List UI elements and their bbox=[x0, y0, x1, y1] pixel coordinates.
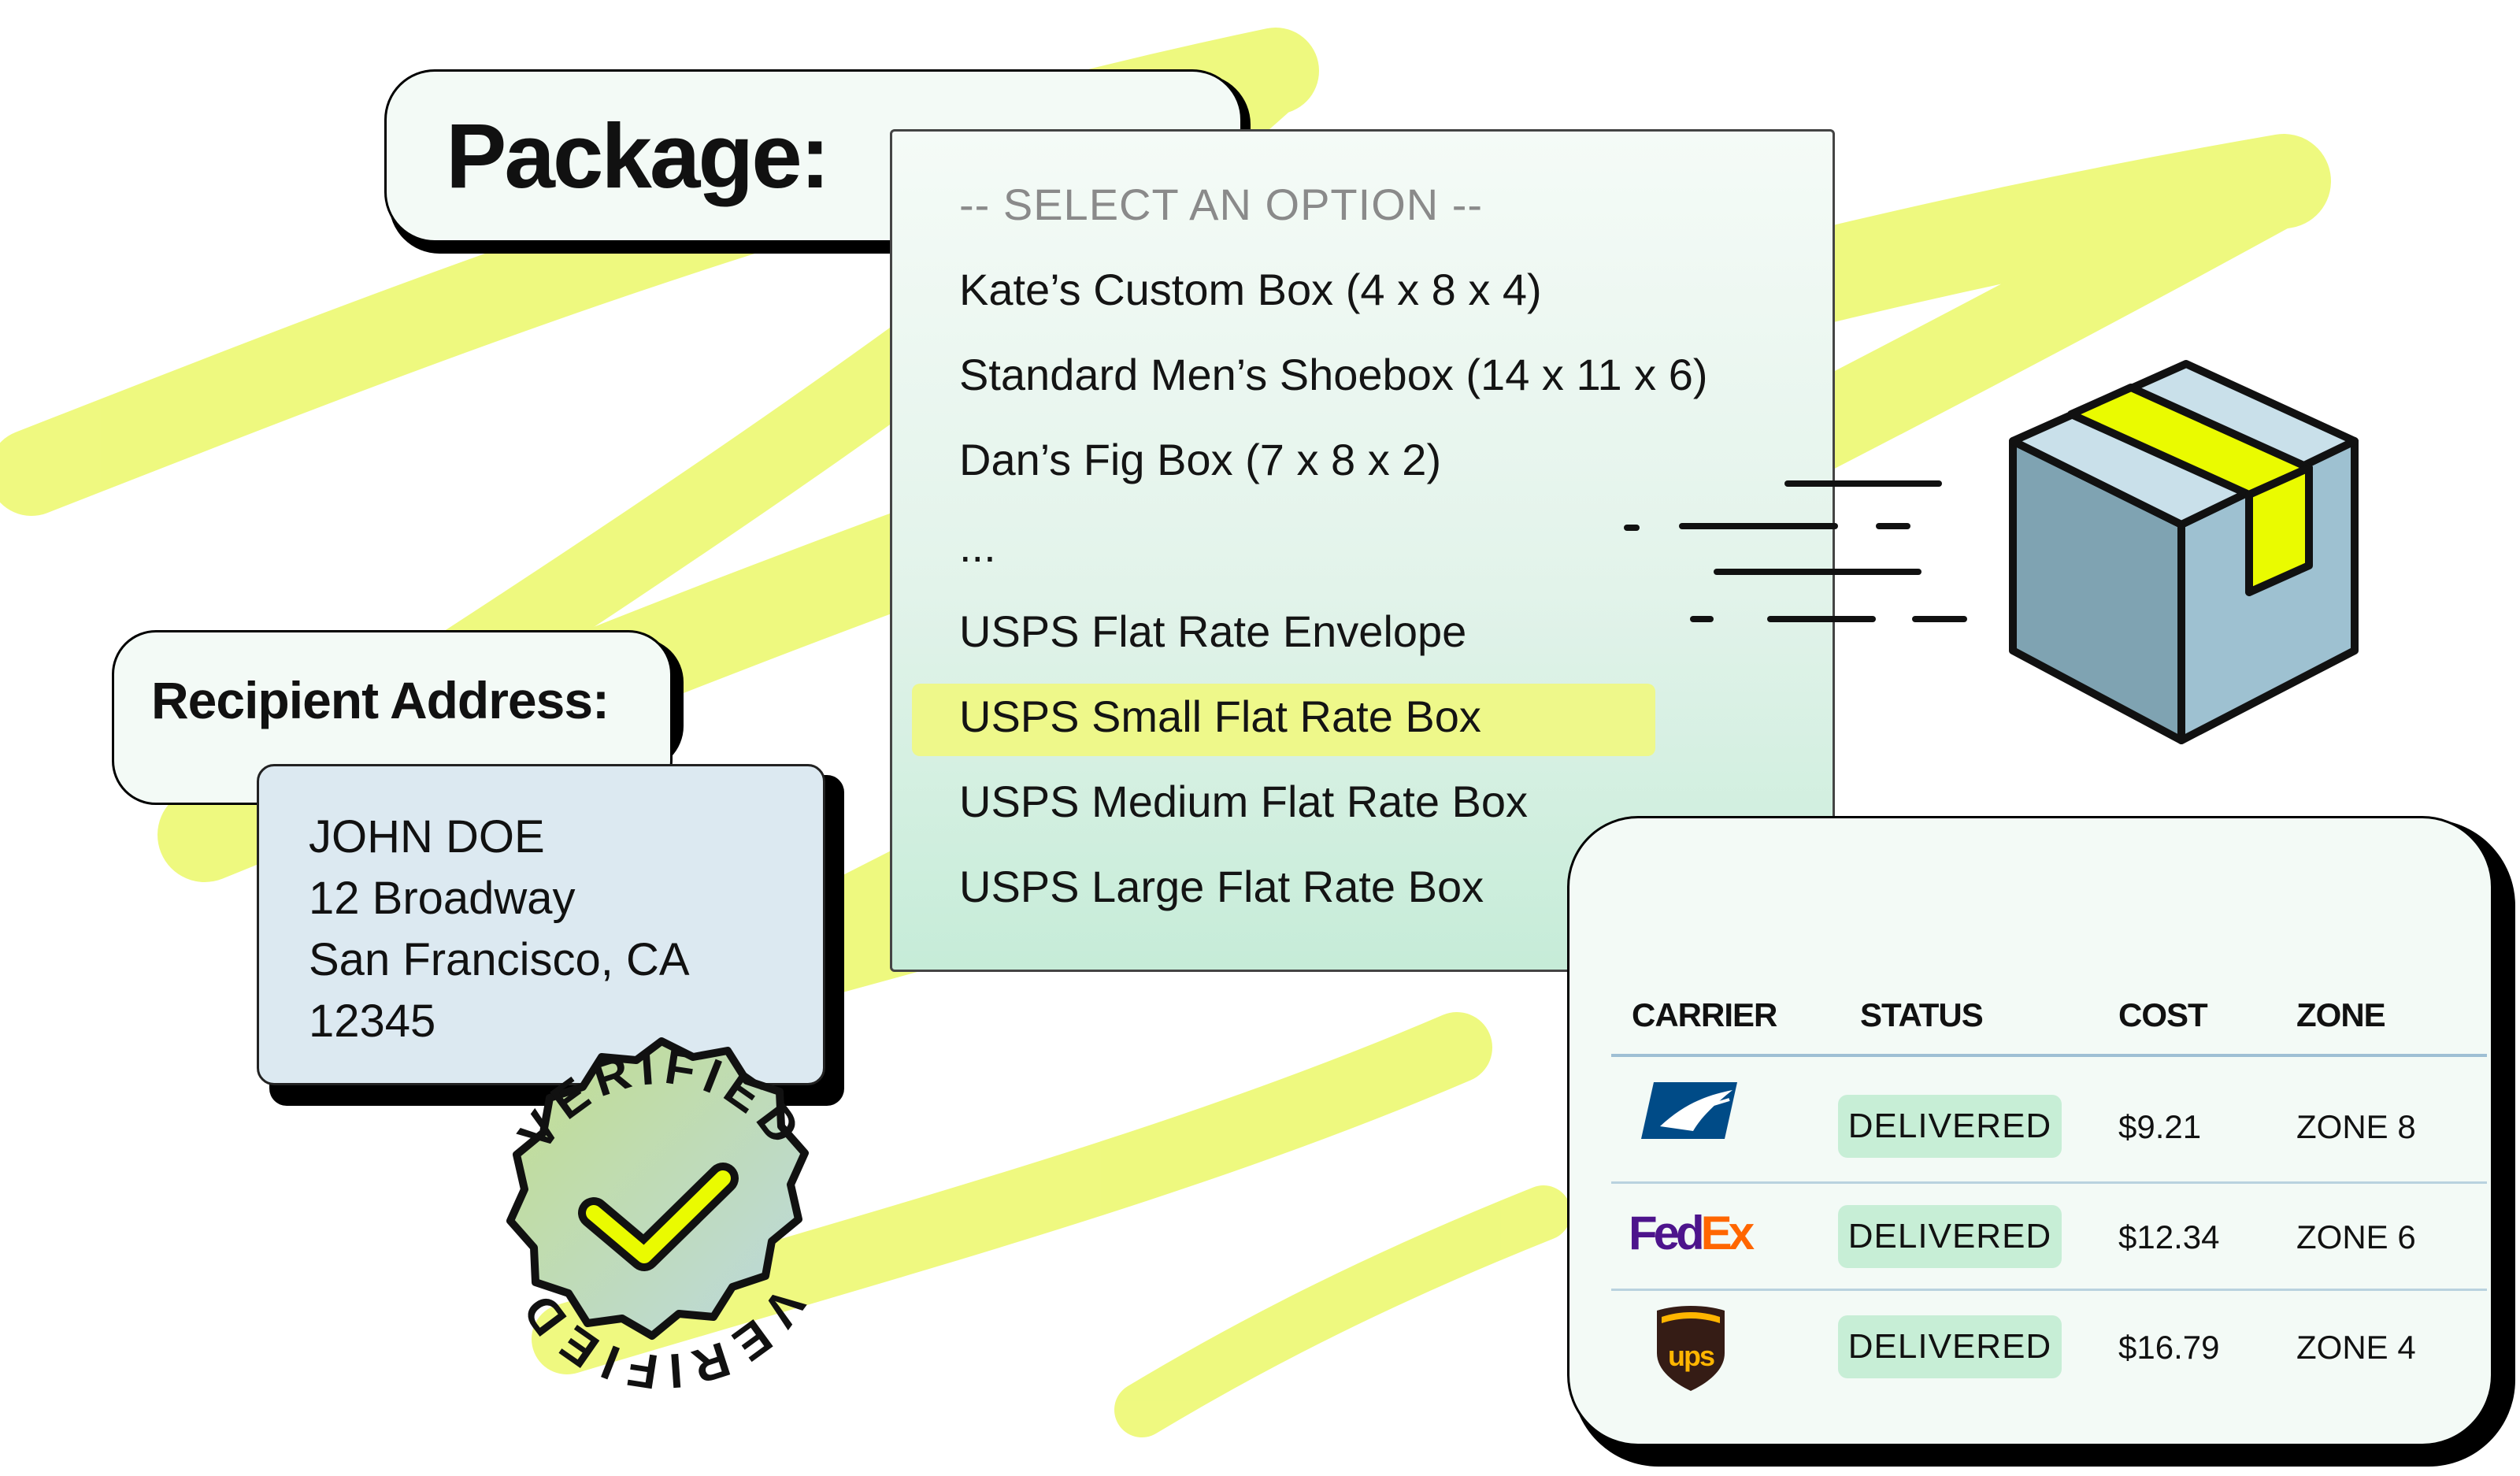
status-badge: DELIVERED bbox=[1838, 1095, 2062, 1158]
dropdown-option[interactable]: USPS Flat Rate Envelope bbox=[959, 606, 1467, 656]
dropdown-option[interactable]: Kate’s Custom Box (4 x 8 x 4) bbox=[959, 265, 1542, 314]
dropdown-option-placeholder[interactable]: -- SELECT AN OPTION -- bbox=[959, 180, 1484, 229]
recipient-label-text: Recipient Address: bbox=[151, 671, 610, 729]
address-zip: 12345 bbox=[309, 996, 436, 1047]
svg-text:ups: ups bbox=[1668, 1340, 1714, 1372]
dropdown-option[interactable]: USPS Medium Flat Rate Box bbox=[959, 777, 1529, 826]
dropdown-option[interactable]: USPS Large Flat Rate Box bbox=[959, 862, 1484, 911]
cost-cell: $12.34 bbox=[2118, 1218, 2220, 1255]
column-header-status: STATUS bbox=[1860, 996, 1984, 1033]
dropdown-option[interactable]: Standard Men’s Shoebox (14 x 11 x 6) bbox=[959, 350, 1708, 399]
package-label-text: Package: bbox=[446, 105, 830, 207]
dropdown-option-ellipsis: ... bbox=[959, 521, 996, 571]
table-header-divider bbox=[1611, 1054, 2487, 1057]
column-header-zone: ZONE bbox=[2296, 996, 2386, 1033]
zone-cell: ZONE 8 bbox=[2296, 1108, 2416, 1145]
checkmark-icon bbox=[578, 1163, 739, 1271]
status-badge: DELIVERED bbox=[1838, 1205, 2062, 1268]
dropdown-option-highlight bbox=[912, 684, 1655, 756]
fedex-logo: FedEx bbox=[1629, 1207, 1755, 1259]
address-card bbox=[257, 764, 825, 1085]
dropdown-option[interactable]: Dan’s Fig Box (7 x 8 x 2) bbox=[959, 435, 1442, 484]
zone-cell: ZONE 6 bbox=[2296, 1218, 2416, 1255]
cost-cell: $9.21 bbox=[2118, 1108, 2202, 1145]
cost-cell: $16.79 bbox=[2118, 1329, 2220, 1366]
address-name: JOHN DOE bbox=[309, 811, 545, 862]
table-row-divider bbox=[1611, 1181, 2487, 1184]
column-header-carrier: CARRIER bbox=[1632, 996, 1777, 1033]
address-street: 12 Broadway bbox=[309, 873, 576, 924]
zone-cell: ZONE 4 bbox=[2296, 1329, 2416, 1366]
table-row-divider bbox=[1611, 1289, 2487, 1291]
status-badge: DELIVERED bbox=[1838, 1315, 2062, 1378]
dropdown-option-selected[interactable]: USPS Small Flat Rate Box bbox=[959, 692, 1481, 741]
column-header-cost: COST bbox=[2118, 996, 2208, 1033]
address-city-state: San Francisco, CA bbox=[309, 934, 690, 985]
